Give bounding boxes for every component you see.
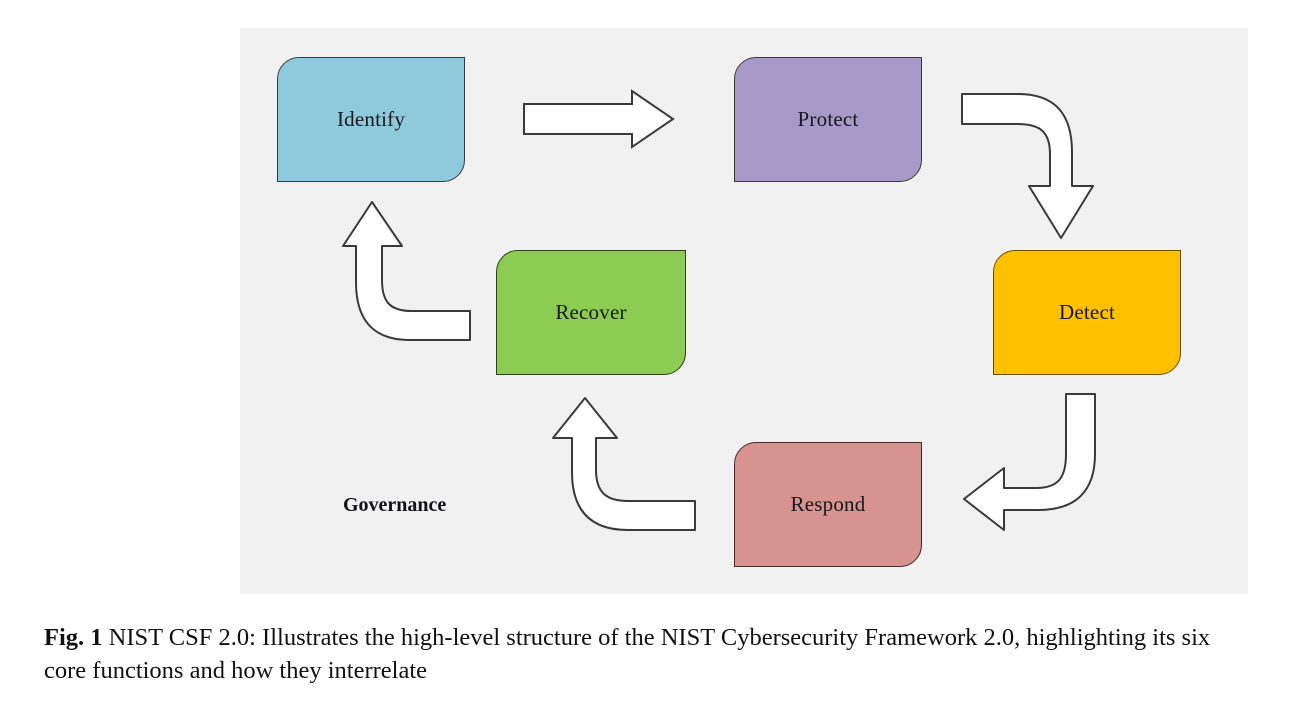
arrow-protect-to-detect-icon <box>960 92 1100 240</box>
figure-caption: Fig. 1 NIST CSF 2.0: Illustrates the hig… <box>44 622 1229 688</box>
node-respond-label: Respond <box>790 492 866 516</box>
node-protect[interactable]: Protect <box>734 57 922 182</box>
node-recover[interactable]: Recover <box>496 250 686 375</box>
arrow-detect-to-respond-icon <box>962 392 1097 532</box>
arrow-recover-to-identify-icon <box>342 200 472 342</box>
governance-label: Governance <box>343 494 447 516</box>
node-detect-label: Detect <box>1059 300 1115 324</box>
node-protect-label: Protect <box>797 107 859 131</box>
arrow-identify-to-protect-icon <box>523 89 675 149</box>
node-detect[interactable]: Detect <box>993 250 1181 375</box>
figure-caption-prefix: Fig. 1 <box>44 624 103 651</box>
node-identify[interactable]: Identify <box>277 57 465 182</box>
arrow-respond-to-recover-icon <box>552 396 697 532</box>
node-respond[interactable]: Respond <box>734 442 922 567</box>
figure-caption-text: NIST CSF 2.0: Illustrates the high-level… <box>44 624 1211 684</box>
node-identify-label: Identify <box>336 107 406 131</box>
node-recover-label: Recover <box>555 300 627 324</box>
